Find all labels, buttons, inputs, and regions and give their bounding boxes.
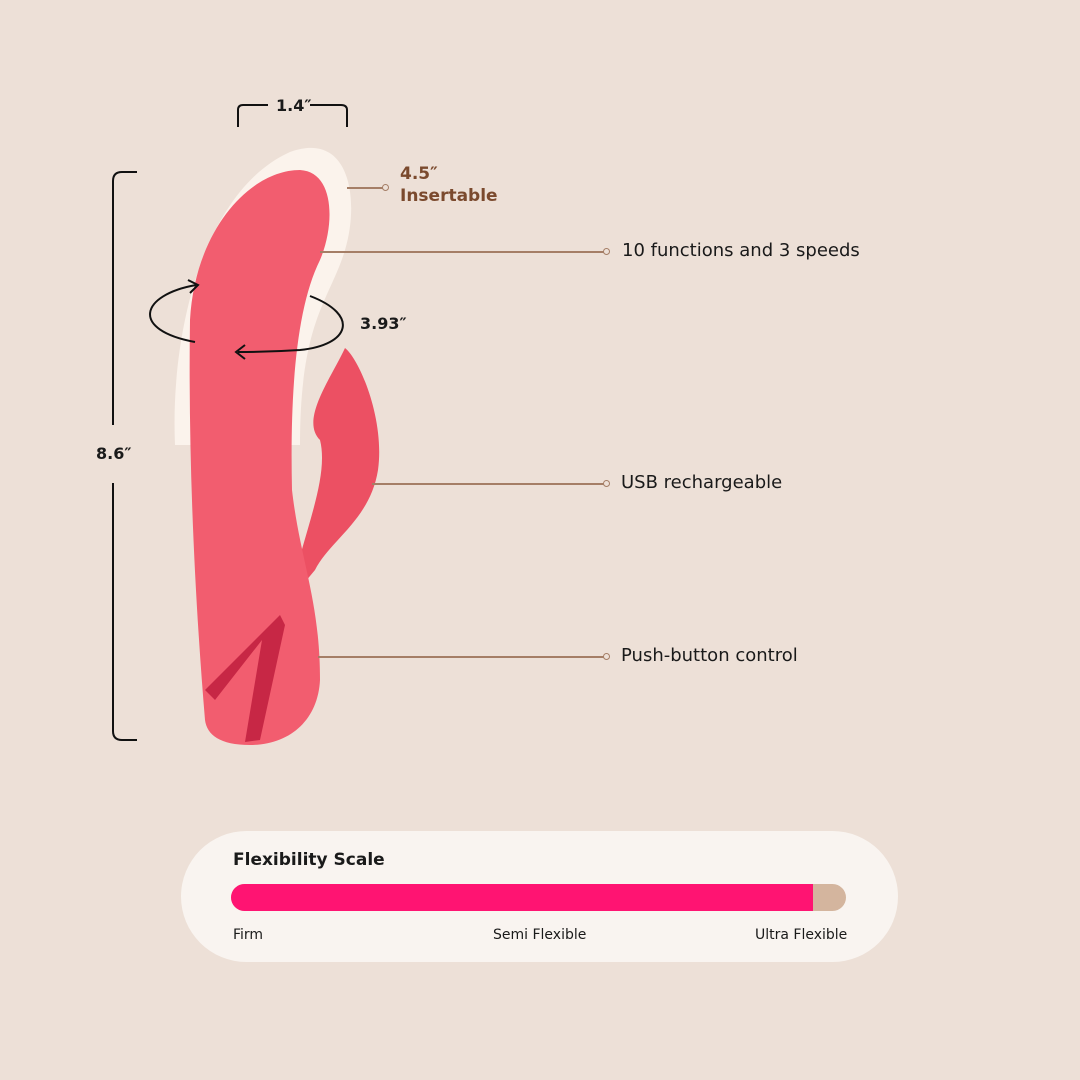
feature-leader xyxy=(320,251,605,253)
leader-dot xyxy=(603,653,610,660)
leader-dot xyxy=(603,248,610,255)
scale-firm: Firm xyxy=(233,927,264,943)
handle-trim xyxy=(205,615,285,742)
feature-leader xyxy=(318,656,605,658)
feature-usb: USB rechargeable xyxy=(621,472,783,493)
product-shaft xyxy=(189,170,330,745)
scale-semi-flexible: Semi Flexible xyxy=(493,927,587,943)
leader-dot xyxy=(603,480,610,487)
length-bracket xyxy=(112,171,137,741)
feature-functions: 10 functions and 3 speeds xyxy=(622,240,860,261)
flexibility-track xyxy=(231,884,846,911)
width-bracket xyxy=(237,104,348,127)
insertable-label: Insertable xyxy=(400,186,498,206)
flexibility-fill xyxy=(231,884,813,911)
insertable-value: 4.5″ xyxy=(400,164,438,184)
feature-push-button: Push-button control xyxy=(621,645,798,666)
flexibility-title: Flexibility Scale xyxy=(233,850,385,870)
insertable-leader xyxy=(347,187,383,189)
length-label: 8.6″ xyxy=(96,444,132,463)
width-label: 1.4″ xyxy=(276,96,312,115)
clitoral-arm xyxy=(290,348,380,600)
insertable-callout: 4.5″ Insertable xyxy=(400,163,498,207)
feature-leader xyxy=(372,483,605,485)
circumference-label: 3.93″ xyxy=(360,314,407,333)
circumference-arrow-icon xyxy=(149,284,344,353)
leader-dot xyxy=(382,184,389,191)
scale-ultra-flexible: Ultra Flexible xyxy=(755,927,848,943)
